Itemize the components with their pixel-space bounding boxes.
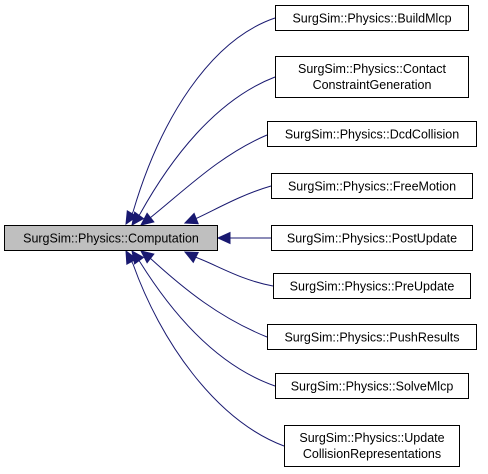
edge-free-motion-arrowhead (183, 212, 199, 225)
edge-update-collision-representations (132, 263, 285, 447)
derived-node-update-collision-representations[interactable]: SurgSim::Physics::Update CollisionRepres… (284, 425, 460, 467)
root-node-label: SurgSim::Physics::Computation (23, 232, 199, 246)
edge-build-mlcp (132, 17, 276, 213)
derived-node-label-line-2: CollisionRepresentations (303, 447, 441, 461)
derived-node-dcd-collision[interactable]: SurgSim::Physics::DcdCollision (267, 121, 477, 147)
root-node-box (4, 225, 218, 251)
derived-node-label: SurgSim::Physics::PostUpdate (287, 232, 457, 246)
edge-update-collision-representations-arrowhead (125, 249, 138, 265)
derived-node-label-line-2: ConstraintGeneration (313, 78, 432, 92)
edge-free-motion (194, 185, 272, 220)
edge-post-update-arrowhead (216, 231, 231, 245)
edge-pre-update (194, 256, 274, 287)
edge-build-mlcp-arrowhead (125, 210, 138, 226)
derived-node-pre-update[interactable]: SurgSim::Physics::PreUpdate (273, 273, 471, 299)
derived-node-box (284, 425, 460, 467)
derived-node-label: SurgSim::Physics::FreeMotion (288, 180, 456, 194)
edge-push-results-arrowhead (140, 250, 155, 264)
edge-pre-update-arrowhead (183, 251, 199, 264)
derived-node-label-line-1: SurgSim::Physics::Update (299, 431, 444, 445)
derived-node-label: SurgSim::Physics::SolveMlcp (291, 380, 454, 394)
edge-contact-constraint-generation-arrowhead (131, 211, 145, 226)
derived-node-build-mlcp[interactable]: SurgSim::Physics::BuildMlcp (275, 5, 469, 31)
derived-node-label-line-1: SurgSim::Physics::Contact (298, 62, 446, 76)
derived-node-box (267, 324, 477, 350)
derived-node-post-update[interactable]: SurgSim::Physics::PostUpdate (271, 225, 473, 251)
root-node[interactable]: SurgSim::Physics::Computation (4, 225, 218, 251)
derived-node-contact-constraint-generation[interactable]: SurgSim::Physics::Contact ConstraintGene… (275, 56, 469, 98)
edge-dcd-collision-arrowhead (140, 212, 155, 226)
derived-node-box (267, 121, 477, 147)
derived-node-label: SurgSim::Physics::BuildMlcp (292, 12, 451, 26)
derived-node-push-results[interactable]: SurgSim::Physics::PushResults (267, 324, 477, 350)
derived-node-label: SurgSim::Physics::DcdCollision (285, 128, 459, 142)
derived-node-free-motion[interactable]: SurgSim::Physics::FreeMotion (271, 173, 473, 199)
derived-node-box (271, 225, 473, 251)
edge-contact-constraint-generation (139, 76, 276, 215)
edge-solve-mlcp (139, 261, 276, 387)
derived-node-label: SurgSim::Physics::PushResults (284, 331, 459, 345)
derived-node-box (273, 273, 471, 299)
derived-node-solve-mlcp[interactable]: SurgSim::Physics::SolveMlcp (275, 373, 469, 399)
derived-node-label: SurgSim::Physics::PreUpdate (290, 280, 455, 294)
derived-node-box (271, 173, 473, 199)
edge-push-results (149, 257, 268, 338)
derived-node-box (275, 56, 469, 98)
derived-node-box (275, 373, 469, 399)
derived-node-box (275, 5, 469, 31)
edges-layer (125, 17, 285, 447)
edge-dcd-collision (149, 134, 268, 219)
